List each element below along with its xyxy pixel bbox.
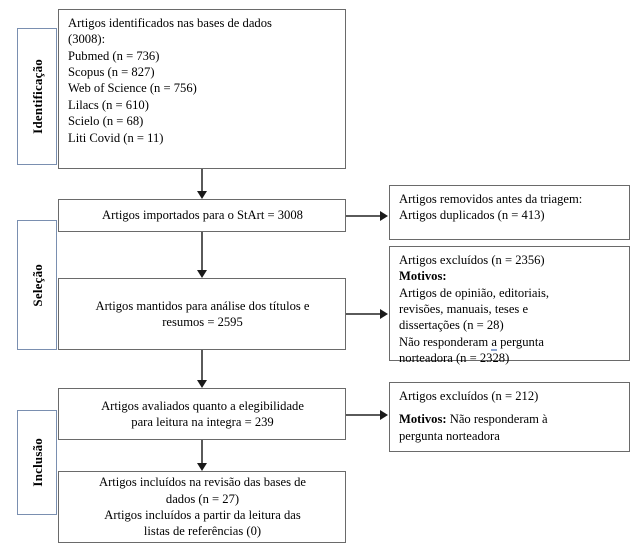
arrowhead-imported-to-kept [197,270,207,278]
arrowhead-eligibility-to-included [197,463,207,471]
identified-line-7: Scielo (n = 68) [68,114,144,129]
identified-line-5: Web of Science (n = 756) [68,81,197,96]
excluded-screening-motivos-label: Motivos: [399,268,621,284]
stage-label-selecao: Seleção [17,220,57,350]
excluded-screening-line-6: Não responderam a pergunta [399,334,621,351]
arrowhead-kept-to-excluded-screening [380,309,388,319]
excluded-eligibility-line-2: Motivos: Não responderam à [399,411,621,427]
identified-line-2: (3008): [68,32,106,47]
box-excluded-screening: Artigos excluídos (n = 2356) Motivos: Ar… [389,246,630,365]
included-line-3: Artigos incluídos a partir da leitura da… [104,508,301,522]
arrowhead-kept-to-eligibility [197,380,207,388]
excluded-screening-line-3: Artigos de opinião, editoriais, [399,285,550,300]
stage-label-identificacao: Identificação [17,28,57,165]
box-articles-identified: Artigos identificados nas bases de dados… [58,9,346,169]
excluded-screening-line-6-part-a: Não responderam [399,334,492,349]
removed-line-2: Artigos duplicados (n = 413) [399,208,545,223]
included-line-4: listas de referências (0) [143,524,262,539]
excluded-eligibility-line-1: Artigos excluídos (n = 212) [399,389,539,403]
excluded-screening-line-4: revisões, manuais, teses e [399,302,529,317]
motivos-label-screening: Motivos: [399,269,447,284]
stage-label-selecao-text: Seleção [29,263,45,307]
excluded-screening-line-5: dissertações (n = 28) [399,318,504,333]
box-articles-kept-for-screening: Artigos mantidos para análise dos título… [58,278,346,350]
kept-line-2: resumos = 2595 [162,315,243,329]
connector-eligibility-to-included [201,440,203,465]
kept-line-1: Artigos mantidos para análise dos título… [95,298,310,313]
identified-line-8: Liti Covid (n = 11) [68,130,164,145]
excluded-screening-line-6-part-b: pergunta [496,334,544,349]
spacer-line [399,404,621,411]
eligibility-line-2: para leitura na integra = 239 [131,415,274,429]
removed-line-1: Artigos removidos antes da triagem: [399,192,583,206]
imported-line-1: Artigos importados para o StArt = 3008 [102,208,303,223]
arrowhead-eligibility-to-excluded [380,410,388,420]
connector-imported-to-kept [201,232,203,272]
box-removed-before-screening: Artigos removidos antes da triagem: Arti… [389,185,630,240]
arrowhead-imported-to-removed [380,211,388,221]
included-line-1: Artigos incluídos na revisão das bases d… [98,475,307,490]
excluded-eligibility-line-3: pergunta norteadora [399,428,500,443]
identified-line-4: Scopus (n = 827) [68,65,155,80]
box-excluded-eligibility: Artigos excluídos (n = 212) Motivos: Não… [389,382,630,452]
connector-imported-to-removed [346,215,381,217]
excluded-eligibility-motivos-text: Não responderam à [446,412,548,427]
stage-label-identificacao-text: Identificação [29,59,45,134]
connector-kept-to-excluded-screening [346,313,381,315]
connector-kept-to-eligibility [201,350,203,382]
identified-line-6: Lilacs (n = 610) [68,97,149,112]
spellcheck-underlined-word: a [491,334,497,351]
motivos-label-eligibility: Motivos: [399,412,447,427]
identified-line-1: Artigos identificados nas bases de dados [68,16,272,30]
stage-label-inclusao-text: Inclusão [29,438,45,487]
stage-label-inclusao: Inclusão [17,410,57,515]
connector-identified-to-imported [201,169,203,193]
box-articles-imported: Artigos importados para o StArt = 3008 [58,199,346,232]
excluded-screening-line-7: norteadora (n = 2328) [399,351,510,366]
arrowhead-identified-to-imported [197,191,207,199]
identified-line-3: Pubmed (n = 736) [68,48,160,63]
eligibility-line-1: Artigos avaliados quanto a elegibilidade [101,398,304,413]
box-articles-included: Artigos incluídos na revisão das bases d… [58,471,346,543]
box-articles-eligibility: Artigos avaliados quanto a elegibilidade… [58,388,346,440]
included-line-2: dados (n = 27) [165,491,240,506]
connector-eligibility-to-excluded [346,414,381,416]
excluded-screening-line-1: Artigos excluídos (n = 2356) [399,253,545,267]
